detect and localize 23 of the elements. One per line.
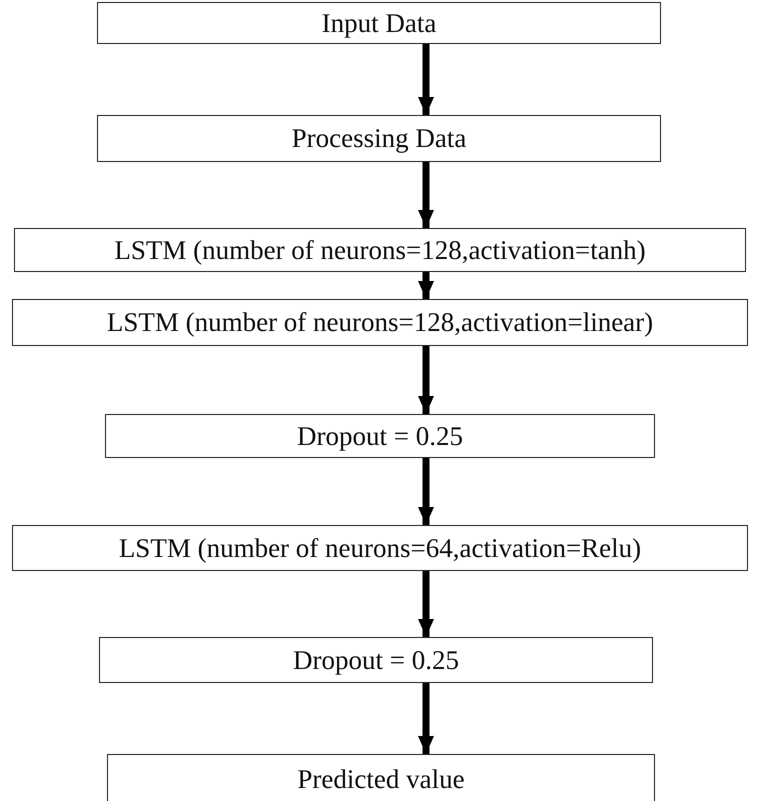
process-box bbox=[14, 228, 746, 272]
process-box bbox=[107, 754, 655, 801]
box-label: LSTM (number of neurons=128,activation=linear) bbox=[106, 307, 654, 338]
box-label: Dropout = 0.25 bbox=[297, 420, 463, 452]
box-label: LSTM (number of neurons=128,activation=tanh) bbox=[114, 234, 646, 266]
box-label: Input Data bbox=[322, 8, 436, 38]
arrow bbox=[418, 571, 434, 637]
process-box bbox=[12, 299, 748, 346]
process-box bbox=[12, 525, 748, 571]
arrow bbox=[418, 272, 434, 299]
arrow bbox=[418, 346, 434, 414]
arrow bbox=[418, 458, 434, 525]
process-box bbox=[99, 637, 653, 683]
box-label: LSTM (number of neurons=64,activation=Relu) bbox=[118, 532, 642, 564]
box-label: Dropout = 0.25 bbox=[293, 644, 459, 676]
arrow bbox=[418, 162, 434, 228]
process-box bbox=[97, 2, 661, 44]
box-label: Predicted value bbox=[297, 764, 465, 794]
process-box bbox=[105, 414, 655, 458]
arrow bbox=[418, 44, 434, 115]
arrow bbox=[418, 683, 434, 754]
process-box bbox=[97, 115, 661, 162]
box-label: Processing Data bbox=[292, 123, 466, 154]
